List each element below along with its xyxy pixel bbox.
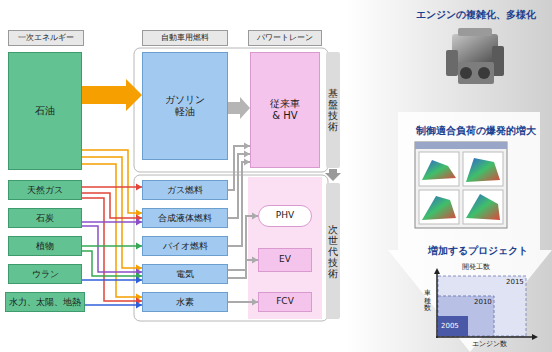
powertrain-box: 従来車 & HV bbox=[250, 52, 320, 168]
year-label: 2005 bbox=[441, 322, 459, 330]
node-text: 石炭 bbox=[36, 213, 54, 224]
energy-box: 植物 bbox=[8, 236, 82, 256]
connector bbox=[82, 164, 142, 297]
flow-arrow bbox=[82, 79, 142, 111]
fuel-box: 合成液体燃料 bbox=[142, 208, 228, 228]
energy-box: 石油 bbox=[8, 52, 82, 170]
connector bbox=[228, 154, 250, 218]
node-text: 合成液体燃料 bbox=[158, 213, 212, 224]
big-arrow bbox=[388, 112, 552, 352]
connector bbox=[82, 226, 142, 272]
growth-chart bbox=[434, 268, 538, 340]
fuel-box: バイオ燃料 bbox=[142, 236, 228, 256]
column-header: パワートレーン bbox=[248, 30, 322, 46]
side-band bbox=[326, 183, 340, 319]
connector bbox=[82, 186, 142, 188]
connector bbox=[82, 251, 142, 276]
powertrain-oval: PHV bbox=[258, 205, 312, 227]
node-text: PHV bbox=[276, 210, 294, 221]
node-text: パワートレーン bbox=[257, 33, 313, 43]
column-header: 一次エネルギー bbox=[8, 30, 84, 46]
node-text: ウラン bbox=[32, 269, 59, 280]
energy-box: ウラン bbox=[8, 264, 82, 284]
column-header: 自動車用燃料 bbox=[142, 30, 228, 46]
down-arrow bbox=[325, 169, 341, 181]
side-band bbox=[326, 52, 340, 168]
connector bbox=[82, 193, 142, 218]
region-frame bbox=[134, 175, 328, 321]
connector bbox=[82, 198, 142, 301]
connector bbox=[85, 304, 142, 306]
powertrain-box: FCV bbox=[258, 292, 312, 312]
axis-label: 開発工数 bbox=[462, 263, 490, 271]
node-text: 石油 bbox=[35, 105, 55, 118]
node-text: EV bbox=[279, 254, 291, 265]
year-label: 2015 bbox=[506, 278, 524, 286]
axis-label: エンジン数 bbox=[472, 340, 507, 348]
connector bbox=[82, 245, 142, 247]
energy-box: 石炭 bbox=[8, 208, 82, 228]
software-screenshot bbox=[415, 142, 507, 228]
node-text: 一次エネルギー bbox=[18, 33, 74, 43]
node-text: 自動車用燃料 bbox=[161, 33, 209, 43]
panel-title: エンジンの複雑化、多様化 bbox=[416, 9, 536, 21]
tech-band-label: 次世代技術 bbox=[328, 224, 338, 279]
year-label: 2010 bbox=[474, 298, 492, 306]
node-text: 天然ガス bbox=[27, 185, 63, 196]
engine-illustration bbox=[446, 28, 504, 84]
node-text: 電気 bbox=[176, 269, 194, 280]
node-text: 水力、太陽、地熱 bbox=[9, 297, 81, 308]
tech-band-label: 基盤技術 bbox=[328, 88, 338, 132]
node-text: バイオ燃料 bbox=[163, 241, 208, 252]
connector bbox=[82, 150, 142, 213]
fuel-box: 電気 bbox=[142, 264, 228, 284]
flow-arrow bbox=[228, 97, 250, 119]
fuel-box: ガス燃料 bbox=[142, 180, 228, 200]
powertrain-box: EV bbox=[258, 248, 312, 272]
panel-ground bbox=[345, 0, 552, 352]
pink-column bbox=[248, 177, 322, 319]
panel-title: 制御適合負荷の爆発的増大 bbox=[416, 125, 536, 137]
node-text: 植物 bbox=[36, 241, 54, 252]
energy-box: 天然ガス bbox=[8, 180, 82, 200]
connector bbox=[82, 279, 142, 281]
node-text: 従来車 & HV bbox=[268, 98, 302, 123]
energy-box: 水力、太陽、地熱 bbox=[5, 292, 85, 312]
fuel-box: ガソリン 軽油 bbox=[142, 52, 228, 160]
node-text: ガス燃料 bbox=[167, 185, 203, 196]
connector bbox=[228, 260, 258, 278]
fuel-box: 水素 bbox=[142, 292, 228, 312]
node-text: ガソリン 軽油 bbox=[162, 94, 208, 119]
axis-label: 車種数 bbox=[424, 290, 431, 313]
connector bbox=[228, 216, 258, 270]
panel-title: 増加するプロジェクト bbox=[428, 245, 528, 257]
node-text: 水素 bbox=[176, 297, 194, 308]
region-frame bbox=[134, 48, 328, 172]
connector bbox=[82, 221, 142, 223]
node-text: FCV bbox=[276, 296, 294, 307]
